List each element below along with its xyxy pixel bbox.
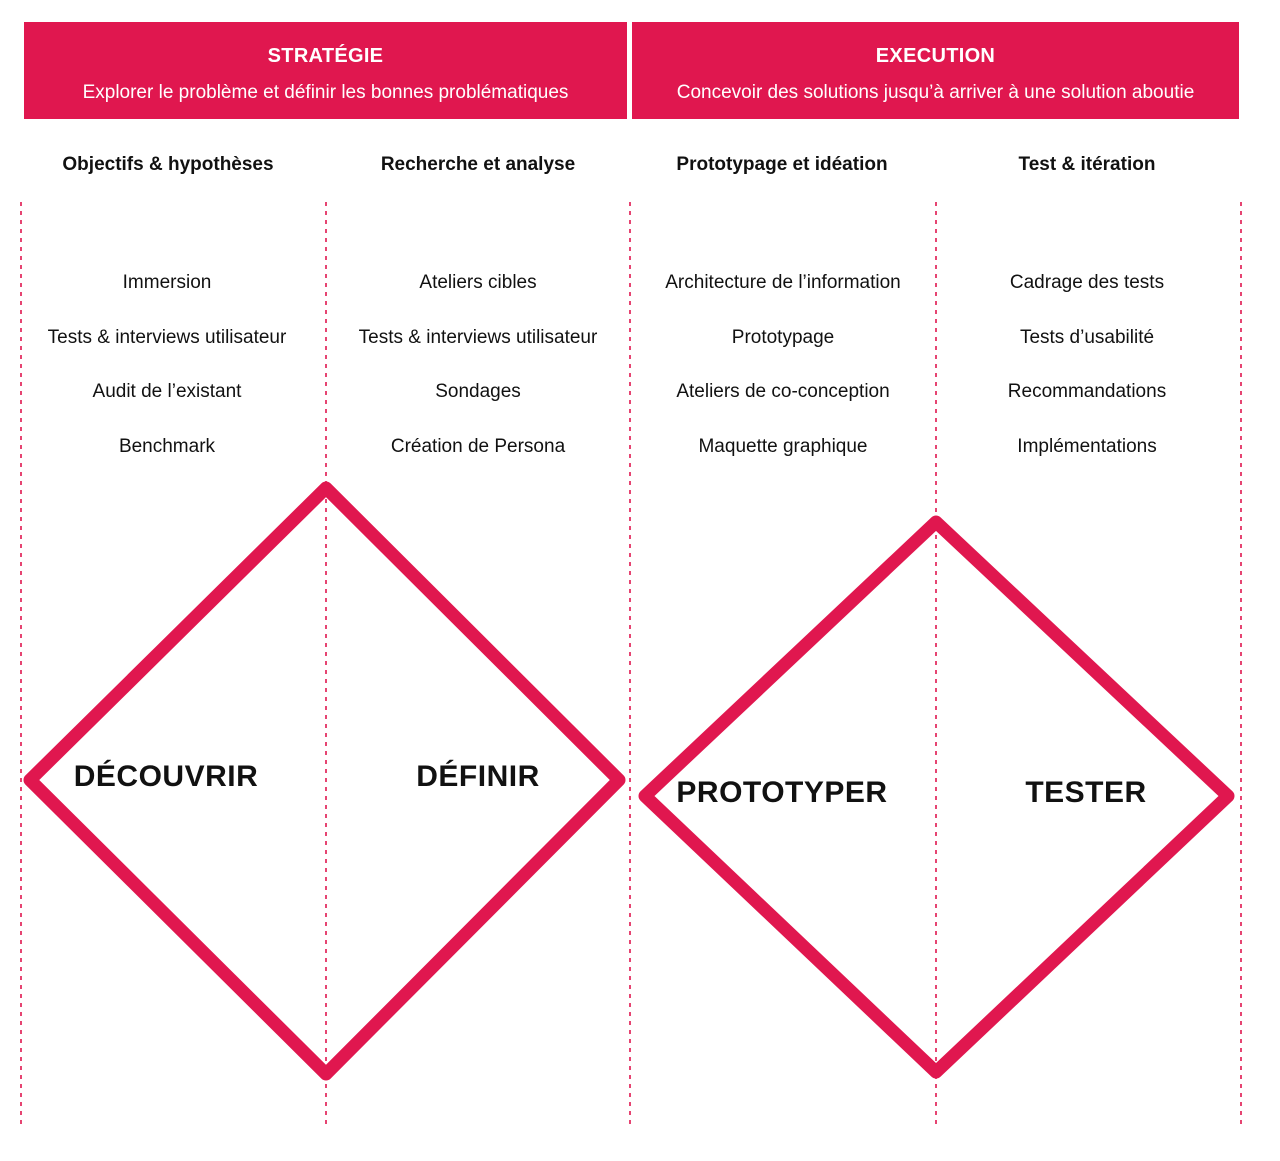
list-item: Sondages bbox=[435, 381, 521, 403]
banner-subtitle: Explorer le problème et définir les bonn… bbox=[82, 82, 569, 103]
execution-banner: EXECUTION Concevoir des solutions jusqu’… bbox=[632, 22, 1239, 119]
column-heading: Prototypage et idéation bbox=[676, 154, 888, 175]
column-heading: Recherche et analyse bbox=[380, 154, 576, 175]
column-item-list: Immersion Tests & interviews utilisateur… bbox=[15, 270, 319, 489]
column-item-list: Ateliers cibles Tests & interviews utili… bbox=[326, 270, 630, 489]
column-heading: Objectifs & hypothèses bbox=[62, 154, 274, 175]
list-item: Prototypage bbox=[731, 326, 835, 348]
phase-label-definir: DÉFINIR bbox=[416, 760, 540, 793]
banner-subtitle: Concevoir des solutions jusqu’à arriver … bbox=[676, 82, 1195, 103]
list-item: Cadrage des tests bbox=[1009, 272, 1165, 293]
list-item: Tests d’usabilité bbox=[1019, 326, 1155, 348]
list-item: Audit de l’existant bbox=[92, 381, 242, 403]
column-item-list: Cadrage des tests Tests d’usabilité Reco… bbox=[935, 270, 1239, 489]
strategy-diamond bbox=[23, 481, 626, 1081]
column-separators bbox=[20, 202, 1242, 1128]
list-item: Tests & interviews utilisateur bbox=[47, 326, 287, 348]
column-item-list: Architecture de l’information Prototypag… bbox=[631, 270, 935, 489]
phase-label-tester: TESTER bbox=[1025, 776, 1147, 809]
strategy-banner: STRATÉGIE Explorer le problème et défini… bbox=[24, 22, 627, 119]
banner-title: EXECUTION bbox=[875, 45, 996, 67]
list-item: Recommandations bbox=[1007, 381, 1167, 403]
list-item: Maquette graphique bbox=[698, 436, 868, 458]
list-item: Benchmark bbox=[118, 436, 216, 458]
list-item: Tests & interviews utilisateur bbox=[358, 326, 598, 348]
list-item: Immersion bbox=[122, 272, 212, 293]
phase-label-decouvrir: DÉCOUVRIR bbox=[73, 760, 259, 793]
execution-diamond bbox=[638, 515, 1235, 1079]
column-heading: Test & itération bbox=[1018, 154, 1156, 175]
banner-title: STRATÉGIE bbox=[267, 45, 384, 67]
phase-label-prototyper: PROTOTYPER bbox=[676, 776, 888, 809]
list-item: Architecture de l’information bbox=[665, 272, 901, 293]
list-item: Ateliers cibles bbox=[419, 272, 537, 293]
list-item: Ateliers de co-conception bbox=[676, 381, 890, 403]
list-item: Implémentations bbox=[1017, 436, 1157, 458]
list-item: Création de Persona bbox=[390, 436, 566, 458]
